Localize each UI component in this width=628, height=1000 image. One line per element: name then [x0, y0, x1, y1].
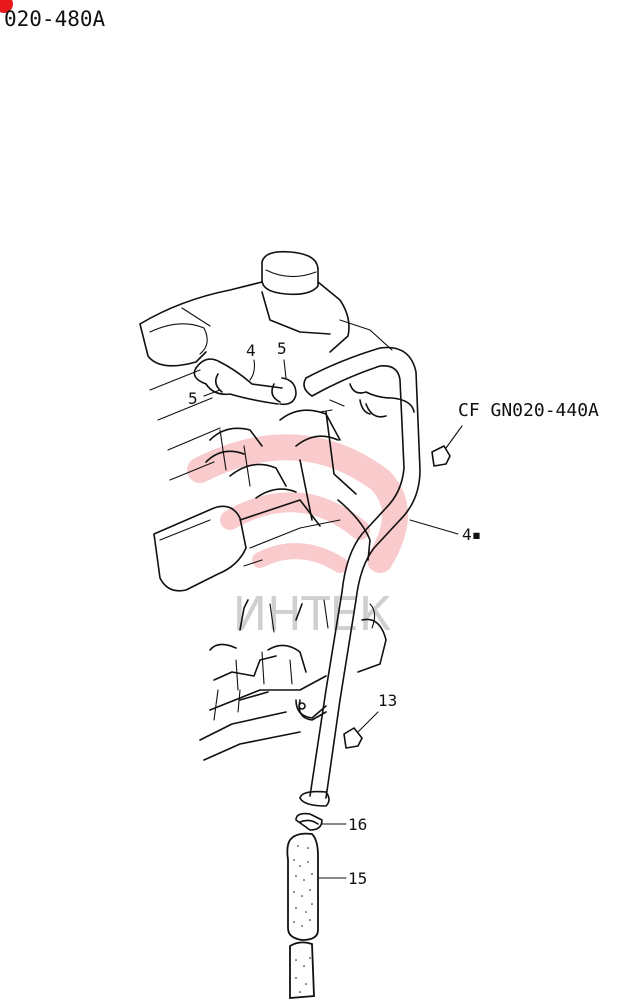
leader-5-left [203, 389, 221, 397]
clamp-16 [295, 812, 347, 831]
leader-5-upper [283, 359, 287, 379]
bolt-13 [343, 711, 379, 749]
engine-block [139, 250, 393, 761]
pipe-4-main [299, 346, 421, 807]
callout-5-left: 5 [188, 389, 198, 408]
watermark-logo [187, 434, 408, 573]
callout-13: 13 [378, 691, 397, 710]
callout-15: 15 [348, 869, 367, 888]
hose-15 [286, 832, 347, 999]
watermark-text: ИНТЕК [233, 587, 392, 641]
hose-4-upper [193, 358, 297, 406]
leader-4m [409, 519, 459, 535]
bolt-ref [431, 425, 463, 467]
callout-16: 16 [348, 815, 367, 834]
callout-4-main: 4▪ [462, 525, 481, 544]
pipe-bracket [295, 699, 327, 719]
leader-4 [249, 359, 256, 381]
callout-4: 4 [246, 341, 256, 360]
corner-badge [0, 0, 13, 13]
callout-5-upper: 5 [277, 339, 287, 358]
reference-note: CF GN020-440A [458, 400, 599, 421]
diagram-code: 020-480A [4, 7, 106, 31]
